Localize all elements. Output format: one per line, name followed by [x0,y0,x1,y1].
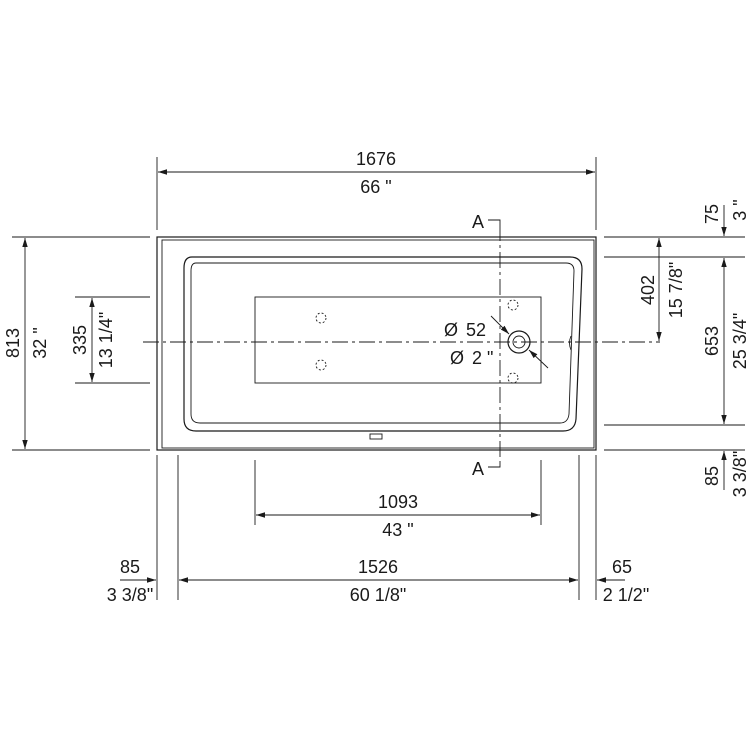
overall-width-inch: 32 " [30,327,50,358]
inner-width-mm: 653 [702,326,722,356]
drain-mm: 52 [466,320,486,340]
drain-offset-mm: 402 [638,275,658,305]
overall-width-mm: 813 [3,328,23,358]
floor-length-inch: 43 " [382,520,413,540]
overall-length-mm: 1676 [356,149,396,169]
overall-length-inch: 66 " [360,177,391,197]
drain-symbol-mm: Ø [444,320,458,340]
drain-symbol-inch: Ø [450,348,464,368]
section-label-top: A [472,212,484,232]
tub-outline [156,236,597,451]
extension-lines [12,157,745,600]
right-deck-inch: 2 1/2" [603,585,649,605]
centre-lines [143,219,660,468]
deck-top-mm: 75 [702,204,722,224]
section-label-bottom: A [472,459,484,479]
inner-length-inch: 60 1/8" [350,585,406,605]
floor-width-inch: 13 1/4" [96,312,116,368]
deck-bottom-inch: 3 3/8" [730,451,750,497]
inner-length-mm: 1526 [358,557,398,577]
deck-bottom-mm: 85 [702,466,722,486]
left-deck-inch: 3 3/8" [107,585,153,605]
drain-offset-inch: 15 7/8" [666,262,686,318]
jet-holes [315,299,519,384]
dimension-labels: 1676 66 " 1093 43 " 1526 60 1/8" 85 3 3/… [3,149,750,605]
floor-length-mm: 1093 [378,492,418,512]
inner-width-inch: 25 3/4" [730,313,750,369]
right-deck-mm: 65 [612,557,632,577]
left-deck-mm: 85 [120,557,140,577]
dimension-lines [22,169,727,583]
deck-top-inch: 3 " [730,199,750,220]
drain-inch: 2 " [472,348,493,368]
floor-width-mm: 335 [70,325,90,355]
